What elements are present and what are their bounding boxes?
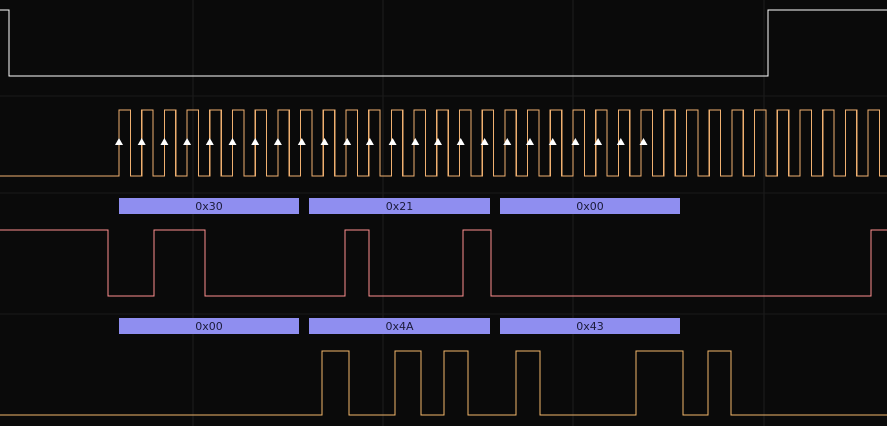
decode-box: [309, 198, 490, 214]
rising-edge-arrow-icon: [456, 138, 465, 145]
rising-edge-arrow-icon: [616, 138, 625, 145]
rising-edge-arrow-icon: [365, 138, 374, 145]
decode-box: [500, 318, 680, 334]
clk-trace: [0, 109, 887, 177]
miso-decode-row: 0x00 0x4A 0x43: [119, 318, 680, 334]
decode-box: [500, 198, 680, 214]
rising-edge-arrow-icon: [228, 138, 237, 145]
rising-edge-arrow-icon: [297, 138, 306, 145]
rising-edge-arrow-icon: [411, 138, 420, 145]
decode-box: [309, 318, 490, 334]
rising-edge-arrow-icon: [320, 138, 329, 145]
miso-decode-cell[interactable]: 0x00: [119, 318, 299, 334]
rising-edge-arrow-icon: [343, 138, 352, 145]
rising-edge-arrow-icon: [480, 138, 489, 145]
rising-edge-arrow-icon: [183, 138, 192, 145]
miso-decode-cell[interactable]: 0x43: [500, 318, 680, 334]
rising-edge-arrow-icon: [205, 138, 214, 145]
mosi-decode-cell[interactable]: 0x00: [500, 198, 680, 214]
rising-edge-arrow-icon: [115, 138, 123, 145]
rising-edge-arrow-icon: [273, 138, 282, 145]
rising-edge-arrow-icon: [526, 138, 534, 145]
decode-label: 0x00: [576, 200, 604, 213]
rising-edge-arrow-icon: [251, 138, 260, 145]
decode-label: 0x4A: [385, 320, 414, 333]
cs-trace: [0, 9, 887, 77]
rising-edge-arrow-icon: [388, 138, 397, 145]
miso-trace: [0, 350, 887, 416]
decode-box: [119, 198, 299, 214]
rising-edge-arrow-icon: [594, 138, 603, 145]
decode-box: [119, 318, 299, 334]
miso-decode-cell[interactable]: 0x4A: [309, 318, 490, 334]
rising-edge-arrow-icon: [160, 138, 169, 145]
rising-edge-arrow-icon: [548, 138, 557, 145]
mosi-decode-cell[interactable]: 0x21: [309, 198, 490, 214]
lane-separators: [0, 95, 887, 315]
rising-edge-arrow-icon: [571, 138, 580, 145]
rising-edge-arrow-icon: [434, 138, 442, 145]
clk-edge-markers: [115, 138, 648, 145]
rising-edge-arrow-icon: [639, 138, 648, 145]
decode-label: 0x30: [195, 200, 223, 213]
mosi-decode-row: 0x30 0x21 0x00: [119, 198, 680, 214]
mosi-trace: [0, 229, 887, 297]
mosi-decode-cell[interactable]: 0x30: [119, 198, 299, 214]
decode-label: 0x21: [386, 200, 414, 213]
rising-edge-arrow-icon: [503, 138, 512, 145]
decode-label: 0x00: [195, 320, 223, 333]
decode-label: 0x43: [576, 320, 604, 333]
rising-edge-arrow-icon: [137, 138, 146, 145]
